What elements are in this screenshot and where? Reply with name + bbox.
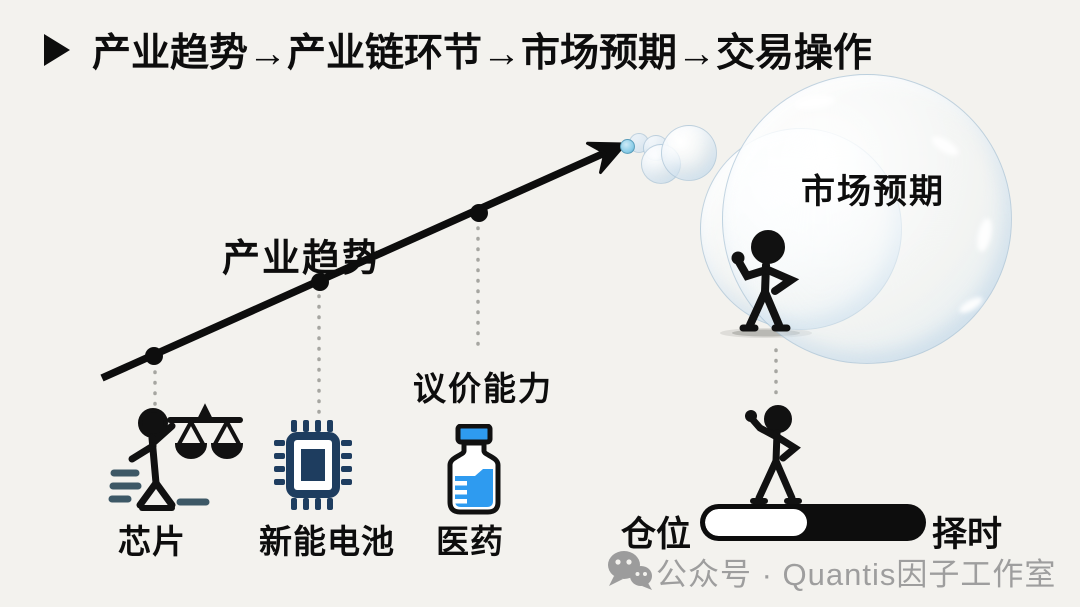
cpu-chip-icon bbox=[274, 420, 352, 510]
position-timing-slider[interactable] bbox=[700, 504, 926, 541]
market-expectation-label: 市场预期 bbox=[801, 173, 945, 211]
industry-label-battery: 新能电池 bbox=[259, 523, 395, 560]
position-label: 仓位 bbox=[621, 515, 692, 554]
wechat-icon bbox=[608, 551, 652, 590]
bargaining-power-label: 议价能力 bbox=[413, 370, 553, 407]
trend-arrow-label: 产业趋势 bbox=[222, 238, 383, 280]
page-title-text: 产业趋势→产业链环节→市场预期→交易操作 bbox=[92, 32, 873, 75]
play-triangle-icon bbox=[44, 34, 70, 66]
slider-track bbox=[705, 509, 921, 536]
industry-label-medicine: 医药 bbox=[436, 523, 504, 560]
figure-with-scales-icon bbox=[108, 403, 244, 511]
watermark-text: 公众号 · Quantis因子工作室 bbox=[656, 557, 1057, 592]
industry-label-chip: 芯片 bbox=[118, 523, 186, 560]
slider-fill[interactable] bbox=[705, 509, 807, 536]
trend-point-chip bbox=[145, 347, 163, 365]
timing-label: 择时 bbox=[932, 515, 1003, 554]
trend-point-medicine bbox=[470, 204, 488, 222]
waving-figure-icon bbox=[745, 405, 802, 504]
bubble-small bbox=[661, 125, 717, 181]
page-title: 产业趋势→产业链环节→市场预期→交易操作 bbox=[44, 22, 872, 78]
bubble-main bbox=[722, 74, 1012, 364]
standing-figure-icon bbox=[731, 230, 800, 332]
bubble-tip-dot bbox=[620, 139, 635, 154]
medicine-bottle-icon bbox=[447, 424, 501, 515]
